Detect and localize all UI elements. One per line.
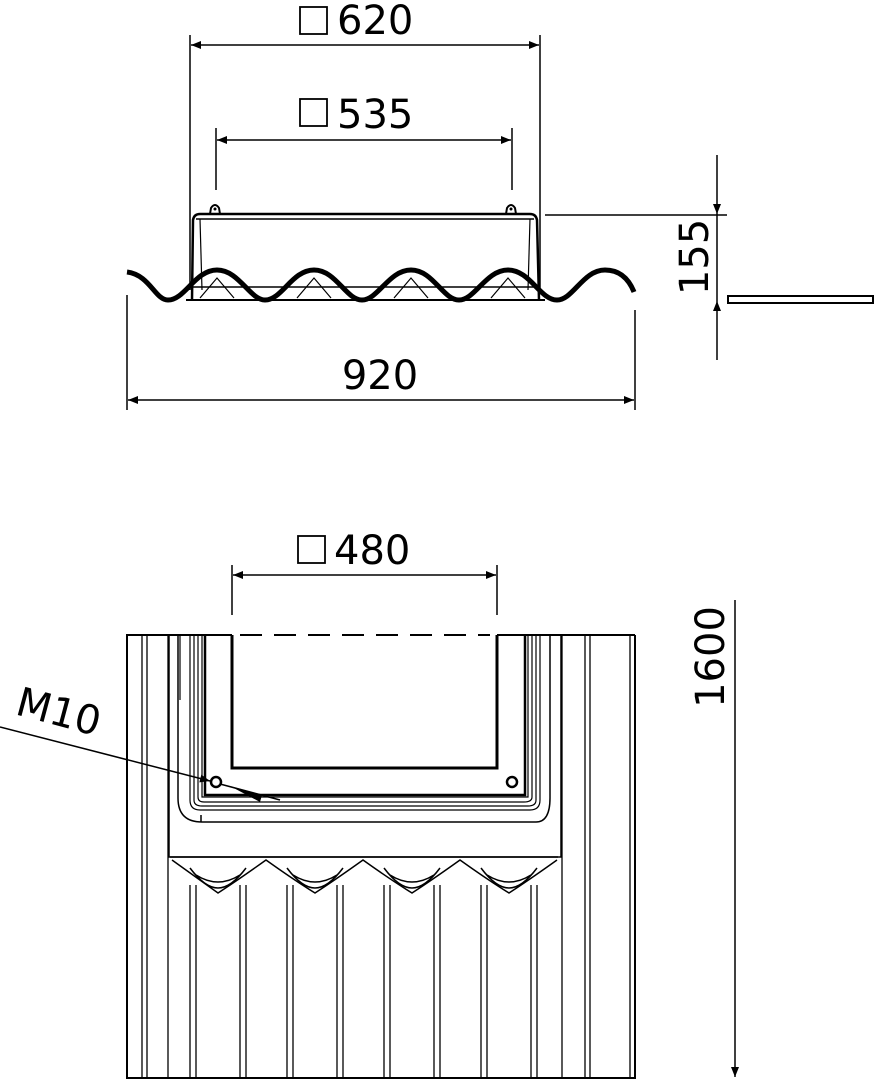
- bolt-label-m10: M10: [11, 679, 105, 746]
- dim-label-155: 155: [672, 219, 718, 295]
- dim-920: 920: [126, 295, 636, 410]
- side-view: 620 535 92: [126, 0, 874, 410]
- dim-480: 480: [231, 528, 498, 615]
- m10-callout: M10: [0, 679, 281, 802]
- dim-155: 155: [545, 155, 874, 360]
- dim-535: 535: [215, 92, 513, 190]
- square-symbol-icon: [297, 535, 326, 564]
- sheet-section: [727, 295, 874, 304]
- flashing-profile: [126, 204, 637, 303]
- dim-620: 620: [189, 0, 541, 290]
- dim-1600: 1600: [688, 600, 739, 1077]
- dim-label-480: 480: [334, 528, 410, 574]
- square-symbol-icon: [299, 98, 328, 127]
- dim-label-1600: 1600: [688, 606, 734, 708]
- dim-label-620: 620: [337, 0, 413, 44]
- dim-label-535: 535: [337, 92, 413, 138]
- square-symbol-icon: [299, 6, 328, 35]
- bolt-hole-icon: [209, 775, 223, 789]
- dim-label-920: 920: [342, 353, 418, 399]
- bolt-hole-icon: [505, 775, 519, 789]
- plan-outline: [126, 634, 636, 1079]
- plan-view: 480: [0, 528, 739, 1079]
